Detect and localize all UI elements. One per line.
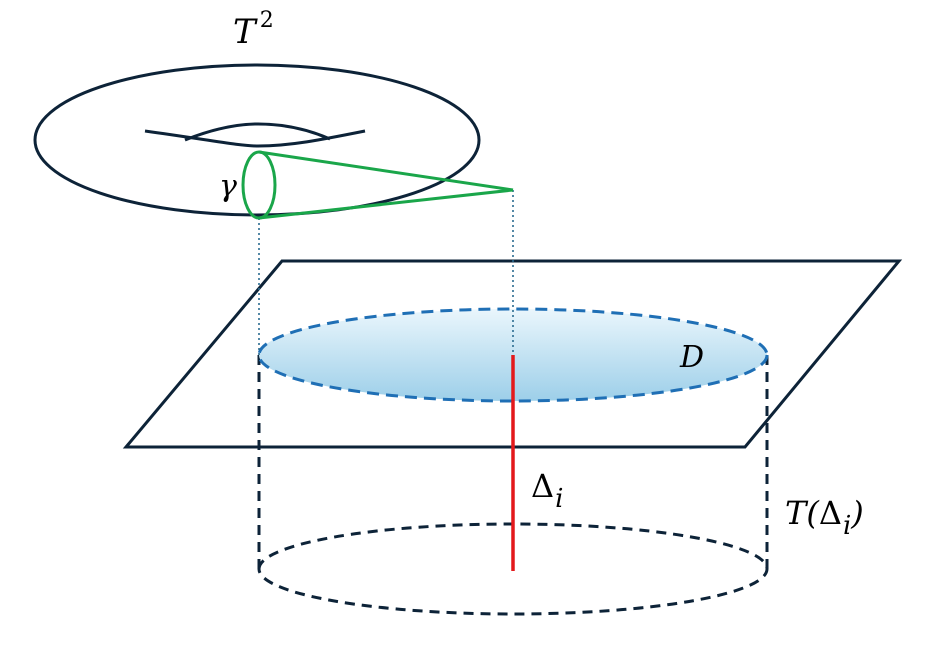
base-plane (122, 259, 903, 449)
cone-edge-bottom (258, 188, 514, 220)
cone-edge-top (258, 150, 514, 192)
label-disk: D (679, 340, 704, 375)
label-tube-base: Δ (819, 494, 842, 532)
label-gamma: γ (219, 169, 237, 204)
label-delta-i: Δi (531, 467, 563, 514)
label-torus-base: T (233, 12, 258, 52)
torus-hole-lower (144, 129, 366, 148)
label-delta-i-sub: i (555, 484, 563, 514)
label-torus-sup: 2 (260, 8, 274, 33)
label-tube: T(Δi) (785, 494, 864, 541)
label-tube-suffix: ) (850, 494, 863, 532)
label-tube-prefix: T( (785, 494, 820, 532)
loop-gamma (241, 150, 277, 220)
torus-outer (33, 63, 481, 217)
label-delta-i-base: Δ (531, 467, 554, 505)
torus-hole-upper (184, 122, 331, 142)
label-tube-sub: i (843, 511, 851, 541)
